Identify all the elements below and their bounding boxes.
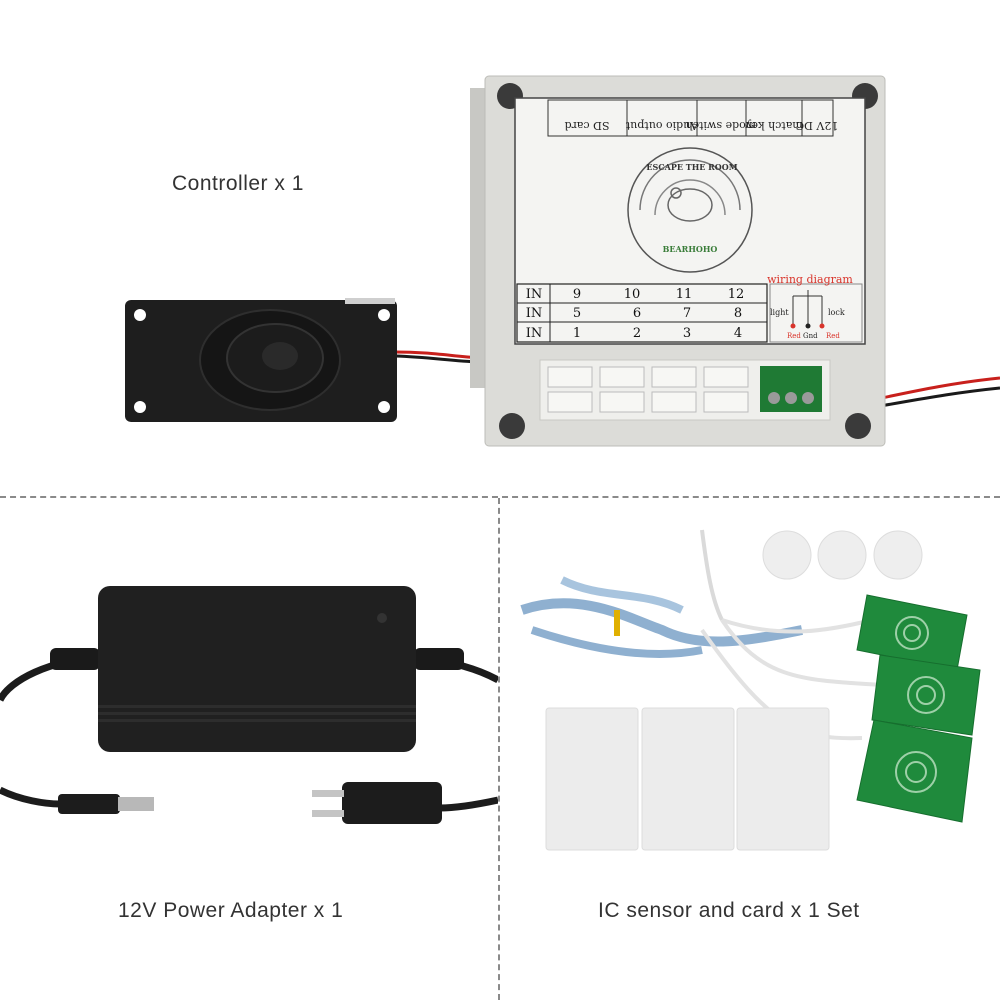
ic-token xyxy=(873,530,923,580)
wiring-light-label: light xyxy=(770,308,789,317)
ac-plug xyxy=(312,782,442,824)
dc-plug xyxy=(58,794,154,814)
ic-sensor-caption: IC sensor and card x 1 Set xyxy=(598,899,860,922)
io-row-label: IN xyxy=(526,306,543,321)
label-match-key: match key xyxy=(744,119,802,132)
wiring-gnd-label: Gnd xyxy=(803,332,818,340)
io-pin: 6 xyxy=(633,306,641,321)
horizontal-divider xyxy=(0,496,1000,498)
io-pin: 10 xyxy=(624,287,641,302)
io-pin: 7 xyxy=(683,306,691,321)
label-audio-output: Audio output xyxy=(625,119,699,132)
speaker xyxy=(125,298,397,422)
logo-bottom-text: BEARHOHO xyxy=(663,244,718,254)
wiring-red2-label: Red xyxy=(826,332,840,340)
ic-card xyxy=(641,707,735,851)
adapter-body xyxy=(98,586,416,752)
power-adapter-caption: 12V Power Adapter x 1 xyxy=(118,899,344,922)
ic-sensor-board xyxy=(871,654,981,736)
speaker-wire xyxy=(394,350,481,364)
controller-illustration: SD card Audio output mode switch match k… xyxy=(125,75,1000,447)
ic-card xyxy=(736,707,830,851)
wiring-diagram-title: wiring diagram xyxy=(767,273,853,286)
io-pin: 9 xyxy=(573,287,581,302)
label-sd-card: SD card xyxy=(565,119,610,132)
io-pin: 8 xyxy=(734,306,742,321)
io-pin: 11 xyxy=(676,287,693,302)
ic-token xyxy=(762,530,812,580)
io-row-label: IN xyxy=(526,326,543,341)
ic-sensor-illustration xyxy=(520,529,981,851)
io-pin: 5 xyxy=(573,306,581,321)
io-pin: 1 xyxy=(573,326,581,341)
io-pin: 2 xyxy=(633,326,641,341)
wiring-lock-label: lock xyxy=(828,308,845,317)
ic-sensor-board xyxy=(856,594,968,671)
logo-top-text: ESCAPE THE ROOM xyxy=(646,162,737,172)
controller-caption: Controller x 1 xyxy=(172,172,304,195)
io-pin: 12 xyxy=(728,287,745,302)
ic-card xyxy=(545,707,639,851)
label-12v-dc: 12V DC xyxy=(796,119,839,132)
io-row-label: IN xyxy=(526,287,543,302)
label-mode-switch: mode switch xyxy=(686,119,756,132)
io-pin: 3 xyxy=(683,326,691,341)
power-adapter-illustration xyxy=(0,586,498,824)
vertical-divider xyxy=(498,498,500,1000)
ic-sensor-board xyxy=(856,719,973,823)
io-pin: 4 xyxy=(734,326,742,341)
ic-token xyxy=(817,530,867,580)
io-table: IN 9 10 11 12 IN 5 6 7 8 IN 1 2 3 4 xyxy=(526,287,745,341)
controller-box xyxy=(470,75,886,447)
wiring-red1-label: Red xyxy=(787,332,801,340)
controller-top-labels: SD card Audio output mode switch match k… xyxy=(565,119,839,132)
